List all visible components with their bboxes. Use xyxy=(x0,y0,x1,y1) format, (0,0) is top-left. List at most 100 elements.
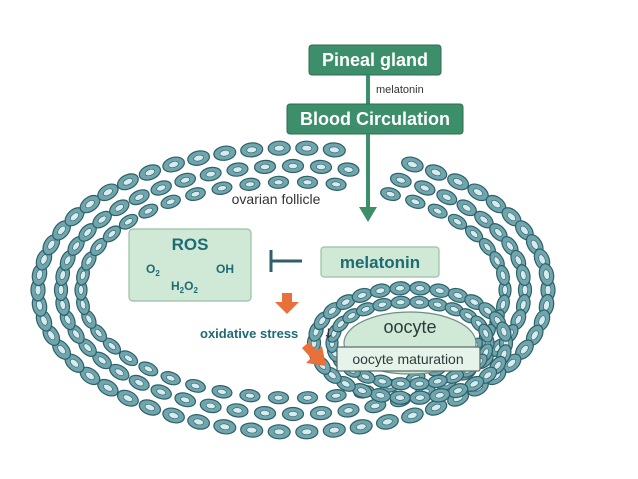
granulosa-cell xyxy=(295,424,319,440)
ros-to-stress-arrow xyxy=(275,293,299,314)
oocyte-maturation-box xyxy=(336,346,481,372)
granulosa-cell xyxy=(405,194,426,209)
granulosa-cell xyxy=(478,237,496,257)
granulosa-cell xyxy=(489,223,508,242)
granulosa-cell xyxy=(456,199,477,217)
granulosa-cell xyxy=(185,378,206,393)
granulosa-cell xyxy=(102,337,122,355)
melatonin-node: melatonin xyxy=(320,246,440,278)
granulosa-cell xyxy=(128,189,150,206)
granulosa-cell xyxy=(369,388,391,403)
blood-circulation-box xyxy=(286,103,464,135)
granulosa-cell xyxy=(199,166,222,182)
oxidative-stress-down-arrow: ↓ xyxy=(323,327,334,342)
granulosa-cell xyxy=(79,366,101,386)
granulosa-cell xyxy=(97,183,119,202)
granulosa-cell xyxy=(226,403,249,418)
granulosa-cell xyxy=(187,414,211,430)
granulosa-cell xyxy=(150,384,172,400)
granulosa-cell xyxy=(478,323,494,343)
oocyte-title: oocyte xyxy=(383,317,436,337)
granulosa-cell xyxy=(447,173,470,191)
granulosa-cell xyxy=(429,283,451,298)
granulosa-cell xyxy=(401,156,424,173)
granulosa-cell xyxy=(52,220,72,241)
granulosa-cell xyxy=(538,263,555,287)
melatonin-small-label: melatonin xyxy=(376,84,424,96)
pineal-gland-label: Pineal gland xyxy=(322,50,428,70)
granulosa-cell xyxy=(389,172,412,188)
granulosa-cell xyxy=(138,361,159,377)
granulosa-cell xyxy=(409,295,430,309)
granulosa-cell xyxy=(322,422,346,438)
granulosa-cell xyxy=(211,181,233,195)
inhibition-arrow xyxy=(269,250,302,272)
granulosa-cell xyxy=(515,264,531,287)
granulosa-cell xyxy=(211,385,233,399)
pineal-gland-node: Pineal gland xyxy=(308,44,442,76)
granulosa-cell xyxy=(162,156,185,173)
granulosa-cell xyxy=(364,398,387,414)
granulosa-cell xyxy=(447,213,468,230)
ros-oh: OH xyxy=(216,262,234,276)
granulosa-cell xyxy=(253,159,277,175)
pineal-gland-box xyxy=(308,44,442,76)
granulosa-cell xyxy=(401,407,424,424)
granulosa-cell xyxy=(138,399,162,416)
granulosa-cell xyxy=(92,351,112,370)
granulosa-cell xyxy=(187,150,211,166)
granulosa-cell xyxy=(409,281,431,296)
oocyte-node: oocyte oocyte maturation xyxy=(336,311,481,375)
granulosa-cell xyxy=(496,321,512,342)
cumulus-cell-layer xyxy=(306,281,514,405)
granulosa-cell xyxy=(447,383,469,399)
granulosa-cell xyxy=(138,203,159,219)
granulosa-cell xyxy=(409,390,431,405)
granulosa-cell xyxy=(213,145,237,161)
granulosa-cell xyxy=(174,392,197,408)
granulosa-cell xyxy=(427,297,448,312)
granulosa-cell xyxy=(199,398,222,414)
granulosa-cell xyxy=(267,175,290,189)
stress-to-oocyte-arrow xyxy=(302,342,326,366)
granulosa-cell xyxy=(174,172,197,188)
granulosa-cell xyxy=(351,287,373,303)
granulosa-cell xyxy=(337,162,360,177)
granulosa-cell xyxy=(239,177,261,191)
granulosa-cell xyxy=(337,403,360,418)
granulosa-cell xyxy=(369,283,391,298)
granulosa-cell xyxy=(118,213,139,230)
granulosa-cell xyxy=(309,159,333,175)
granulosa-cell xyxy=(239,389,261,403)
granulosa-cell xyxy=(281,406,305,422)
granulosa-cell xyxy=(253,405,277,421)
granulosa-cell xyxy=(390,295,411,309)
ovarian-follicle-label: ovarian follicle xyxy=(232,191,321,207)
granulosa-cell xyxy=(296,391,319,405)
granulosa-cell xyxy=(436,189,458,206)
granulosa-cell xyxy=(185,187,206,202)
granulosa-cell xyxy=(64,353,85,373)
granulosa-cell xyxy=(496,264,510,286)
granulosa-cell xyxy=(90,323,108,343)
granulosa-cell xyxy=(295,140,319,156)
ros-title: ROS xyxy=(172,235,209,254)
granulosa-cell xyxy=(389,281,411,296)
oocyte-maturation-label: oocyte maturation xyxy=(352,351,463,367)
ros-h2o2: H2O2 xyxy=(171,279,198,295)
granulosa-cell xyxy=(372,297,393,312)
granulosa-cell xyxy=(267,424,291,440)
granulosa-cell xyxy=(226,162,249,177)
granulosa-cell xyxy=(375,414,399,430)
blood-circulation-node: Blood Circulation xyxy=(286,103,464,135)
granulosa-cell xyxy=(213,419,237,435)
granulosa-cell xyxy=(78,338,97,357)
granulosa-cell xyxy=(97,378,119,397)
granulosa-cell xyxy=(309,405,333,421)
granulosa-cell xyxy=(240,422,264,438)
granulosa-cell xyxy=(464,225,484,243)
granulosa-cell xyxy=(296,175,319,189)
granulosa-cell xyxy=(240,142,264,158)
granulosa-cell xyxy=(109,199,130,217)
granulosa-cell xyxy=(138,164,162,181)
